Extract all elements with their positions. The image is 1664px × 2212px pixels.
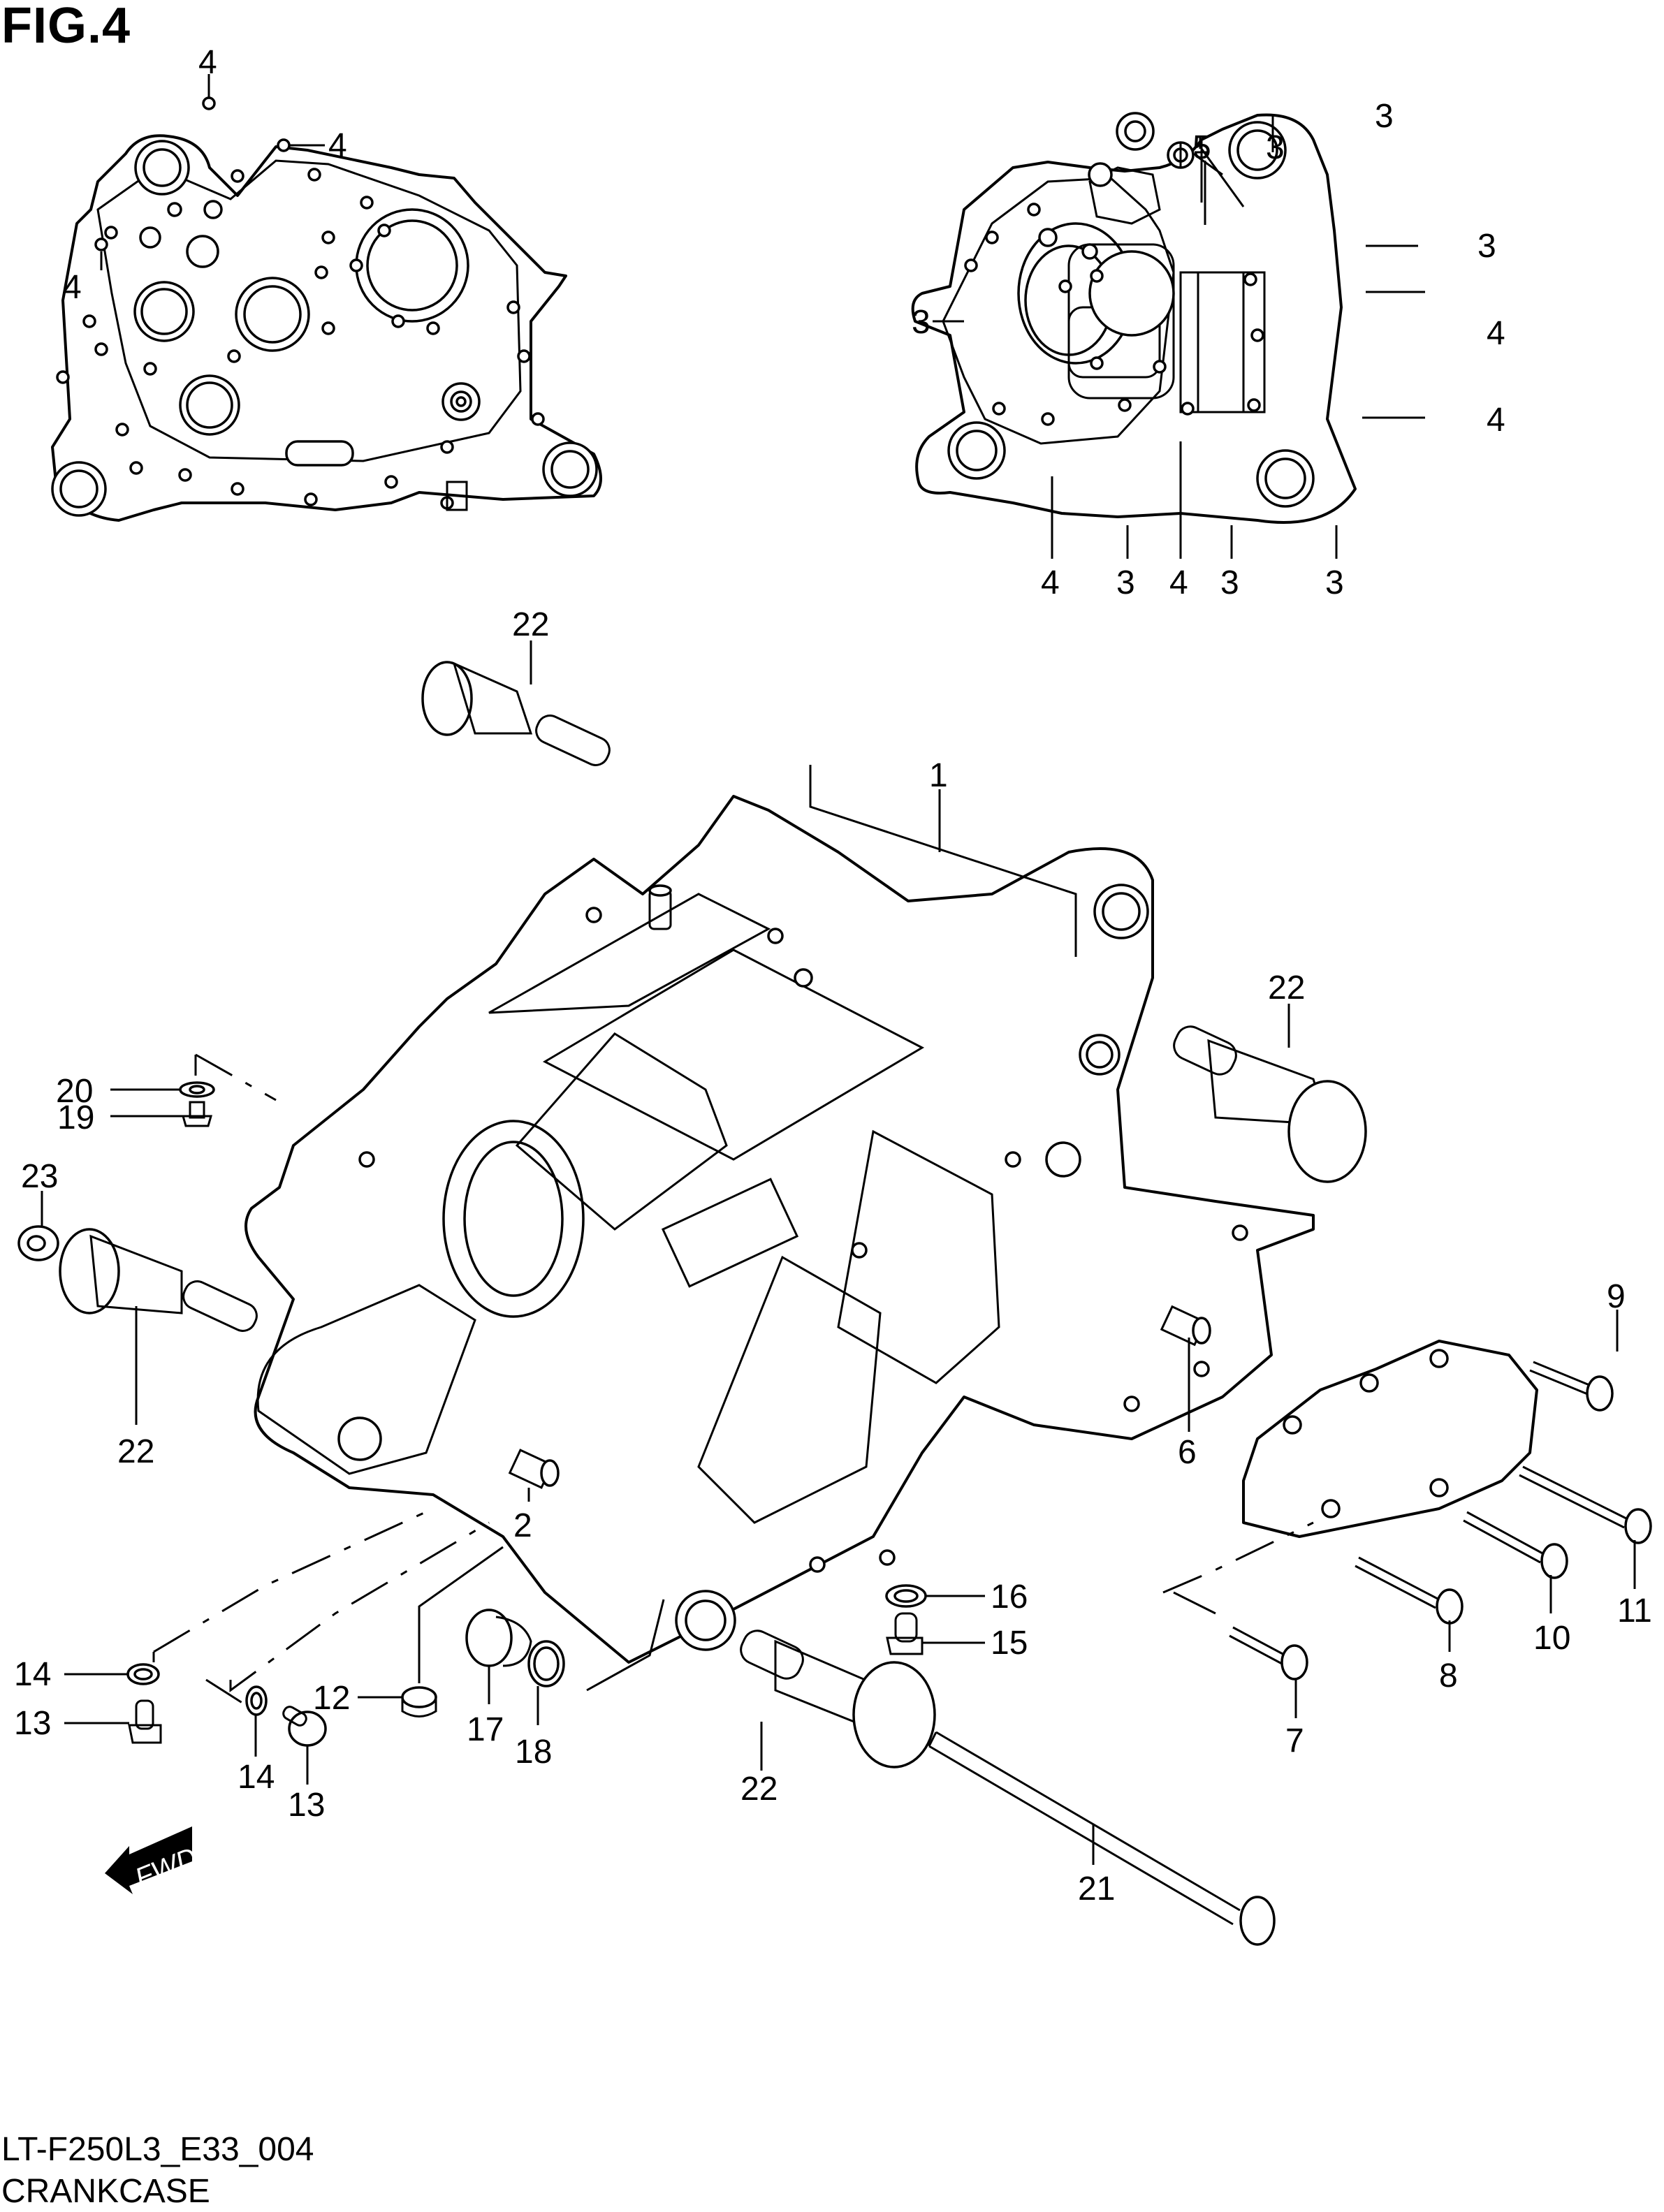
callout-4: 4 [1487, 315, 1505, 352]
callout-22: 22 [740, 1771, 778, 1808]
callout-3: 3 [1375, 98, 1394, 135]
callout-17: 17 [467, 1711, 504, 1748]
cushion-22-right: 22 [1173, 969, 1367, 1183]
callout-21: 21 [1078, 1870, 1115, 1907]
callout-4: 4 [1041, 564, 1060, 601]
callout-5: 5 [1192, 129, 1211, 166]
mark-hole [202, 96, 216, 110]
dowel-pin-2 [508, 1449, 560, 1489]
callout-3: 3 [1266, 129, 1285, 166]
gasket-16: 16 [885, 1579, 1028, 1616]
bolt-19: 19 [57, 1099, 212, 1136]
callout-2: 2 [513, 1507, 532, 1544]
washer-14-right: 14 [238, 1685, 275, 1796]
callout-16: 16 [991, 1579, 1028, 1616]
forward-direction-arrow-icon: FWD [105, 1826, 201, 1894]
side-cover [1242, 1340, 1538, 1538]
callout-3: 3 [912, 304, 930, 341]
callout-4: 4 [198, 44, 217, 81]
collar-12: 12 [313, 1680, 437, 1717]
callout-3: 3 [1477, 228, 1496, 265]
callout-22: 22 [512, 606, 549, 643]
washer-20: 20 [56, 1073, 215, 1110]
callout-19: 19 [57, 1099, 94, 1136]
callout-20: 20 [56, 1073, 93, 1110]
callout-11: 11 [1617, 1592, 1652, 1629]
callout-13: 13 [288, 1787, 325, 1824]
callout-1: 1 [929, 757, 948, 794]
callout-3: 3 [1116, 564, 1135, 601]
callout-4: 4 [328, 127, 347, 164]
callout-4: 4 [63, 269, 82, 306]
callout-14: 14 [14, 1656, 51, 1693]
bolt-13-right: 13 [282, 1706, 327, 1824]
plug-17: 17 [465, 1609, 532, 1748]
callout-9: 9 [1607, 1278, 1626, 1315]
gasket-18: 18 [515, 1640, 565, 1771]
callout-6: 6 [1178, 1434, 1197, 1471]
bolt-8: 8 [1355, 1556, 1464, 1694]
callout-3: 3 [1220, 564, 1239, 601]
cushion-22-top: 22 [421, 606, 611, 766]
callout-22: 22 [117, 1433, 154, 1470]
callout-23: 23 [21, 1158, 58, 1195]
mark-hole [94, 237, 108, 251]
bolt-10: 10 [1463, 1511, 1570, 1657]
crankcase-assembly: 1 2 6 [245, 757, 1315, 1664]
callout-8: 8 [1439, 1657, 1458, 1694]
left-case-half-view: 4 4 4 [51, 44, 602, 522]
callout-14: 14 [238, 1759, 275, 1796]
callout-10: 10 [1533, 1620, 1570, 1657]
nut-23: 23 [17, 1158, 59, 1261]
plug-15: 15 [886, 1612, 1028, 1662]
section-name: CRANKCASE [1, 2173, 210, 2210]
bolt-13-left: 13 [14, 1699, 162, 1744]
cushion-22-left: 22 [59, 1228, 258, 1470]
callout-4: 4 [1169, 564, 1188, 601]
callout-22: 22 [1268, 969, 1305, 1006]
callout-7: 7 [1285, 1722, 1304, 1759]
washer-14-left: 14 [14, 1652, 160, 1693]
right-case-half-view: 5 3 3 3 3 4 4 4 3 4 3 3 [911, 98, 1505, 601]
mark-hole [277, 138, 291, 152]
bolt-11: 11 [1519, 1465, 1652, 1629]
callout-4: 4 [1487, 402, 1505, 439]
callout-13: 13 [14, 1705, 51, 1742]
figure-title: FIG.4 [1, 0, 131, 54]
callout-15: 15 [991, 1625, 1028, 1662]
bolt-9: 9 [1529, 1278, 1626, 1412]
bolt-21: 21 [928, 1731, 1276, 1946]
callout-3: 3 [1325, 564, 1344, 601]
diagram-code: LT-F250L3_E33_004 [1, 2131, 314, 2168]
bolt-7: 7 [1229, 1626, 1308, 1759]
callout-18: 18 [515, 1734, 552, 1771]
cushion-22-bottom: 22 [740, 1629, 936, 1808]
callout-12: 12 [313, 1680, 350, 1717]
dowel-pin-6 [1160, 1305, 1211, 1347]
